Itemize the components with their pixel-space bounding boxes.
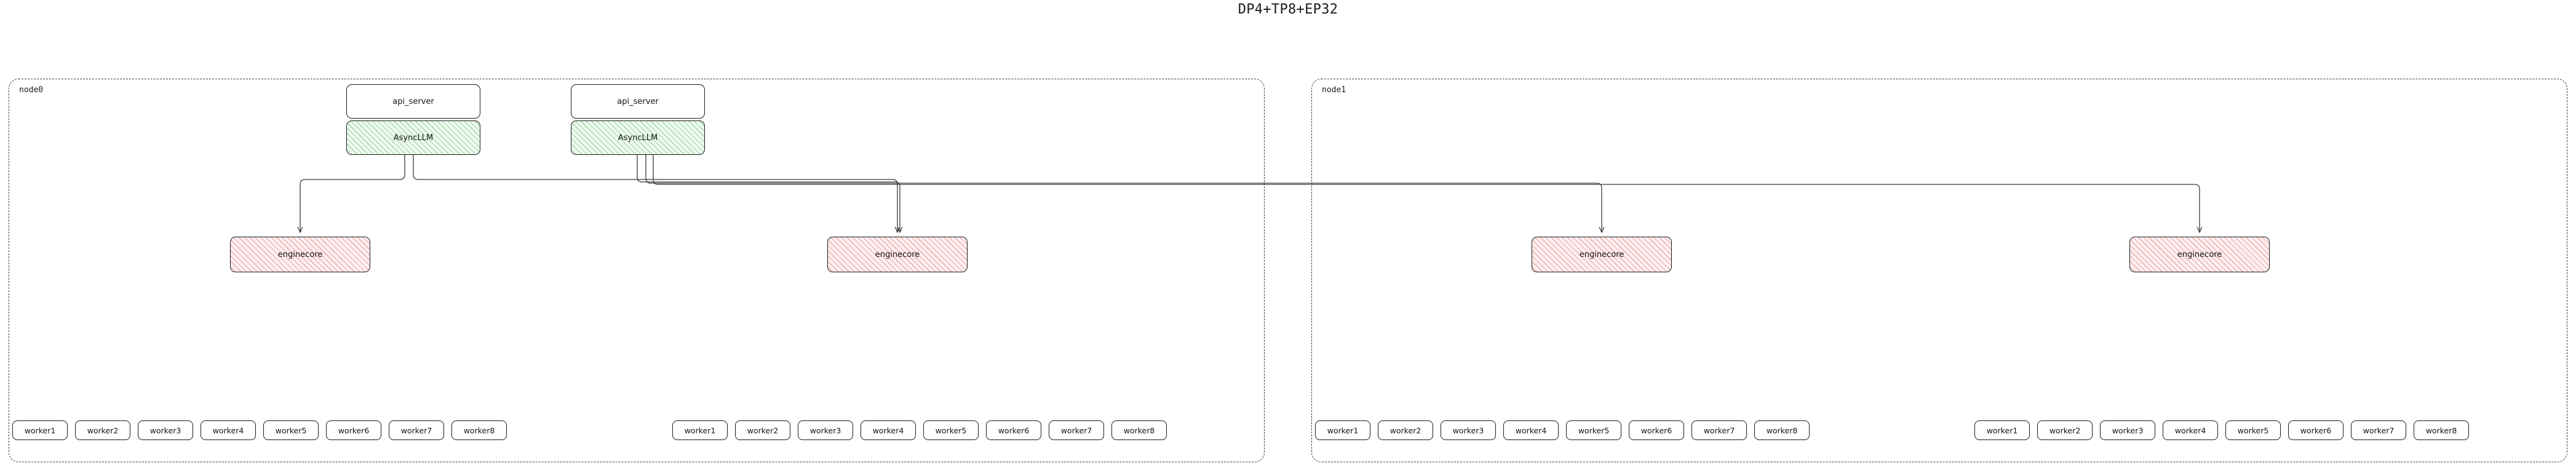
worker-wg3-2-label: worker2 <box>2049 425 2081 435</box>
worker-wg3-2[interactable]: worker2 <box>2037 420 2093 440</box>
worker-wg3-7-label: worker7 <box>2363 425 2395 435</box>
enginecore-2[interactable]: enginecore <box>1532 237 1672 272</box>
worker-wg3-4-label: worker4 <box>2174 425 2206 435</box>
worker-wg2-7-label: worker7 <box>1703 425 1735 435</box>
worker-wg3-1[interactable]: worker1 <box>1974 420 2030 440</box>
worker-wg2-8[interactable]: worker8 <box>1754 420 1810 440</box>
enginecore-3-label: enginecore <box>2177 250 2222 259</box>
worker-wg0-1-label: worker1 <box>24 425 56 435</box>
worker-wg2-2-label: worker2 <box>1389 425 1421 435</box>
worker-wg0-6[interactable]: worker6 <box>326 420 381 440</box>
cluster-label-node1: node1 <box>1322 85 1346 95</box>
asyncllm-0[interactable]: AsyncLLM <box>346 120 480 155</box>
worker-wg2-5-label: worker5 <box>1578 425 1610 435</box>
worker-wg1-7-label: worker7 <box>1060 425 1092 435</box>
worker-wg1-2[interactable]: worker2 <box>735 420 790 440</box>
worker-wg1-7[interactable]: worker7 <box>1049 420 1104 440</box>
worker-wg0-3-label: worker3 <box>149 425 181 435</box>
api-server-0[interactable]: api_server <box>346 84 480 119</box>
worker-wg0-4-label: worker4 <box>212 425 244 435</box>
worker-wg3-6-label: worker6 <box>2300 425 2332 435</box>
worker-wg1-5[interactable]: worker5 <box>923 420 979 440</box>
worker-wg1-4-label: worker4 <box>872 425 904 435</box>
worker-wg2-5[interactable]: worker5 <box>1566 420 1621 440</box>
worker-wg3-4[interactable]: worker4 <box>2163 420 2218 440</box>
cluster-node1: node1 <box>1311 79 2567 462</box>
worker-wg0-6-label: worker6 <box>338 425 370 435</box>
worker-wg1-5-label: worker5 <box>935 425 967 435</box>
worker-wg3-3-label: worker3 <box>2112 425 2144 435</box>
worker-wg0-4[interactable]: worker4 <box>201 420 256 440</box>
worker-wg1-6-label: worker6 <box>998 425 1030 435</box>
worker-wg3-7[interactable]: worker7 <box>2351 420 2406 440</box>
enginecore-3[interactable]: enginecore <box>2129 237 2270 272</box>
worker-wg1-4[interactable]: worker4 <box>861 420 916 440</box>
api-server-1[interactable]: api_server <box>571 84 705 119</box>
worker-wg1-8-label: worker8 <box>1123 425 1155 435</box>
worker-wg0-8[interactable]: worker8 <box>451 420 507 440</box>
enginecore-1-label: enginecore <box>875 250 920 259</box>
worker-wg3-5[interactable]: worker5 <box>2225 420 2281 440</box>
worker-wg2-7[interactable]: worker7 <box>1691 420 1747 440</box>
worker-wg0-7-label: worker7 <box>400 425 432 435</box>
worker-wg1-3[interactable]: worker3 <box>798 420 853 440</box>
worker-wg0-1[interactable]: worker1 <box>12 420 68 440</box>
worker-wg3-3[interactable]: worker3 <box>2100 420 2155 440</box>
worker-wg2-6[interactable]: worker6 <box>1629 420 1684 440</box>
cluster-node0: node0 <box>9 79 1265 462</box>
worker-wg2-4[interactable]: worker4 <box>1503 420 1559 440</box>
worker-wg0-7[interactable]: worker7 <box>389 420 444 440</box>
worker-wg2-1[interactable]: worker1 <box>1315 420 1370 440</box>
worker-wg0-3[interactable]: worker3 <box>138 420 193 440</box>
worker-wg2-4-label: worker4 <box>1515 425 1547 435</box>
worker-wg2-3[interactable]: worker3 <box>1441 420 1496 440</box>
worker-wg0-8-label: worker8 <box>463 425 495 435</box>
worker-wg0-2-label: worker2 <box>87 425 119 435</box>
worker-wg2-6-label: worker6 <box>1640 425 1672 435</box>
worker-wg1-1[interactable]: worker1 <box>672 420 728 440</box>
worker-wg3-8[interactable]: worker8 <box>2414 420 2469 440</box>
worker-wg2-2[interactable]: worker2 <box>1378 420 1433 440</box>
worker-wg3-6[interactable]: worker6 <box>2288 420 2343 440</box>
worker-wg2-1-label: worker1 <box>1327 425 1359 435</box>
api-server-1-label: api_server <box>617 97 659 106</box>
worker-wg1-6[interactable]: worker6 <box>986 420 1041 440</box>
enginecore-1[interactable]: enginecore <box>827 237 968 272</box>
worker-wg0-5[interactable]: worker5 <box>263 420 319 440</box>
asyncllm-1[interactable]: AsyncLLM <box>571 120 705 155</box>
asyncllm-1-label: AsyncLLM <box>618 133 658 143</box>
worker-wg0-5-label: worker5 <box>275 425 307 435</box>
enginecore-0[interactable]: enginecore <box>230 237 370 272</box>
worker-wg0-2[interactable]: worker2 <box>75 420 130 440</box>
worker-wg1-3-label: worker3 <box>809 425 841 435</box>
cluster-label-node0: node0 <box>19 85 44 95</box>
api-server-0-label: api_server <box>392 97 434 106</box>
worker-wg3-1-label: worker1 <box>1986 425 2018 435</box>
enginecore-0-label: enginecore <box>277 250 323 259</box>
worker-wg1-8[interactable]: worker8 <box>1111 420 1167 440</box>
worker-wg1-2-label: worker2 <box>747 425 779 435</box>
asyncllm-0-label: AsyncLLM <box>393 133 434 143</box>
enginecore-2-label: enginecore <box>1579 250 1624 259</box>
worker-wg2-8-label: worker8 <box>1766 425 1798 435</box>
worker-wg3-5-label: worker5 <box>2237 425 2269 435</box>
worker-wg2-3-label: worker3 <box>1452 425 1484 435</box>
page-title: DP4+TP8+EP32 <box>1238 2 1338 17</box>
worker-wg3-8-label: worker8 <box>2425 425 2457 435</box>
worker-wg1-1-label: worker1 <box>684 425 716 435</box>
